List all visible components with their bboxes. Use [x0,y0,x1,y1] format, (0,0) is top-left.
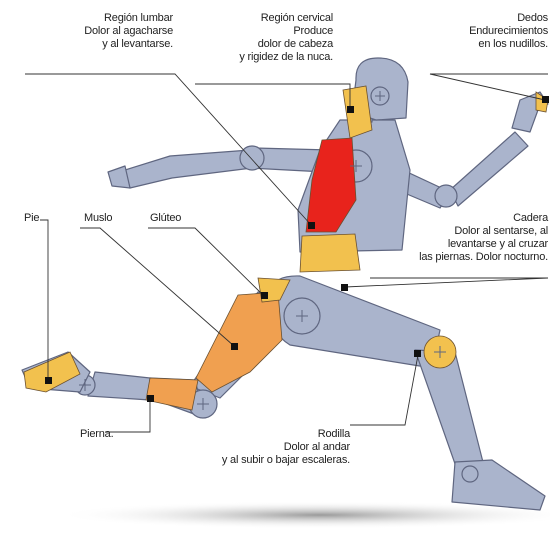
marker-cervical [347,106,354,113]
marker-muslo [231,343,238,350]
label-dedos-line1: Endurecimientos [420,25,548,38]
label-cadera-line2: levantarse y al cruzar [360,238,548,251]
ankle-front [462,466,478,482]
forearm-right [450,132,528,206]
region-hip [300,234,360,272]
label-dedos-line2: en los nudillos. [420,38,548,51]
label-cadera-line3: las piernas. Dolor nocturno. [360,251,548,264]
label-cervical-title: Región cervical [170,12,333,25]
label-cervical-line2: dolor de cabeza [170,38,333,51]
label-dedos: Dedos Endurecimientos en los nudillos. [420,12,548,51]
label-gluteo: Glúteo [150,212,181,225]
ground-shadow [55,501,550,529]
label-cadera: Cadera Dolor al sentarse, al levantarse … [360,212,548,264]
forearm-left [125,150,252,188]
marker-rodilla [414,350,421,357]
label-pierna: Pierna. [80,428,113,441]
label-muslo-title: Muslo [84,212,112,225]
marker-gluteo [261,292,268,299]
label-lumbar: Región lumbar Dolor al agacharse y al le… [28,12,173,51]
label-lumbar-line2: y al levantarse. [28,38,173,51]
shin-front [415,350,485,478]
label-cervical-line3: y rigidez de la nuca. [170,51,333,64]
label-pie-title: Pie [24,212,39,225]
marker-dedos [542,96,549,103]
marker-cadera [341,284,348,291]
label-lumbar-title: Región lumbar [28,12,173,25]
label-muslo: Muslo [84,212,112,225]
marker-pie [45,377,52,384]
marker-lumbar [308,222,315,229]
label-lumbar-line1: Dolor al agacharse [28,25,173,38]
label-cadera-title: Cadera [360,212,548,225]
label-cadera-line1: Dolor al sentarse, al [360,225,548,238]
label-rodilla-line2: y al subir o bajar escaleras. [160,454,350,467]
label-rodilla-line1: Dolor al andar [160,441,350,454]
region-thigh [196,292,282,392]
label-pierna-title: Pierna. [80,428,113,441]
elbow-right [435,185,457,207]
marker-pierna [147,395,154,402]
label-rodilla: Rodilla Dolor al andar y al subir o baja… [160,428,350,467]
region-calf [146,378,198,410]
label-gluteo-title: Glúteo [150,212,181,225]
label-cervical-line1: Produce [170,25,333,38]
label-pie: Pie [24,212,39,225]
label-rodilla-title: Rodilla [160,428,350,441]
shin-back-lower [88,372,150,400]
label-cervical: Región cervical Produce dolor de cabeza … [170,12,333,64]
label-dedos-title: Dedos [420,12,548,25]
